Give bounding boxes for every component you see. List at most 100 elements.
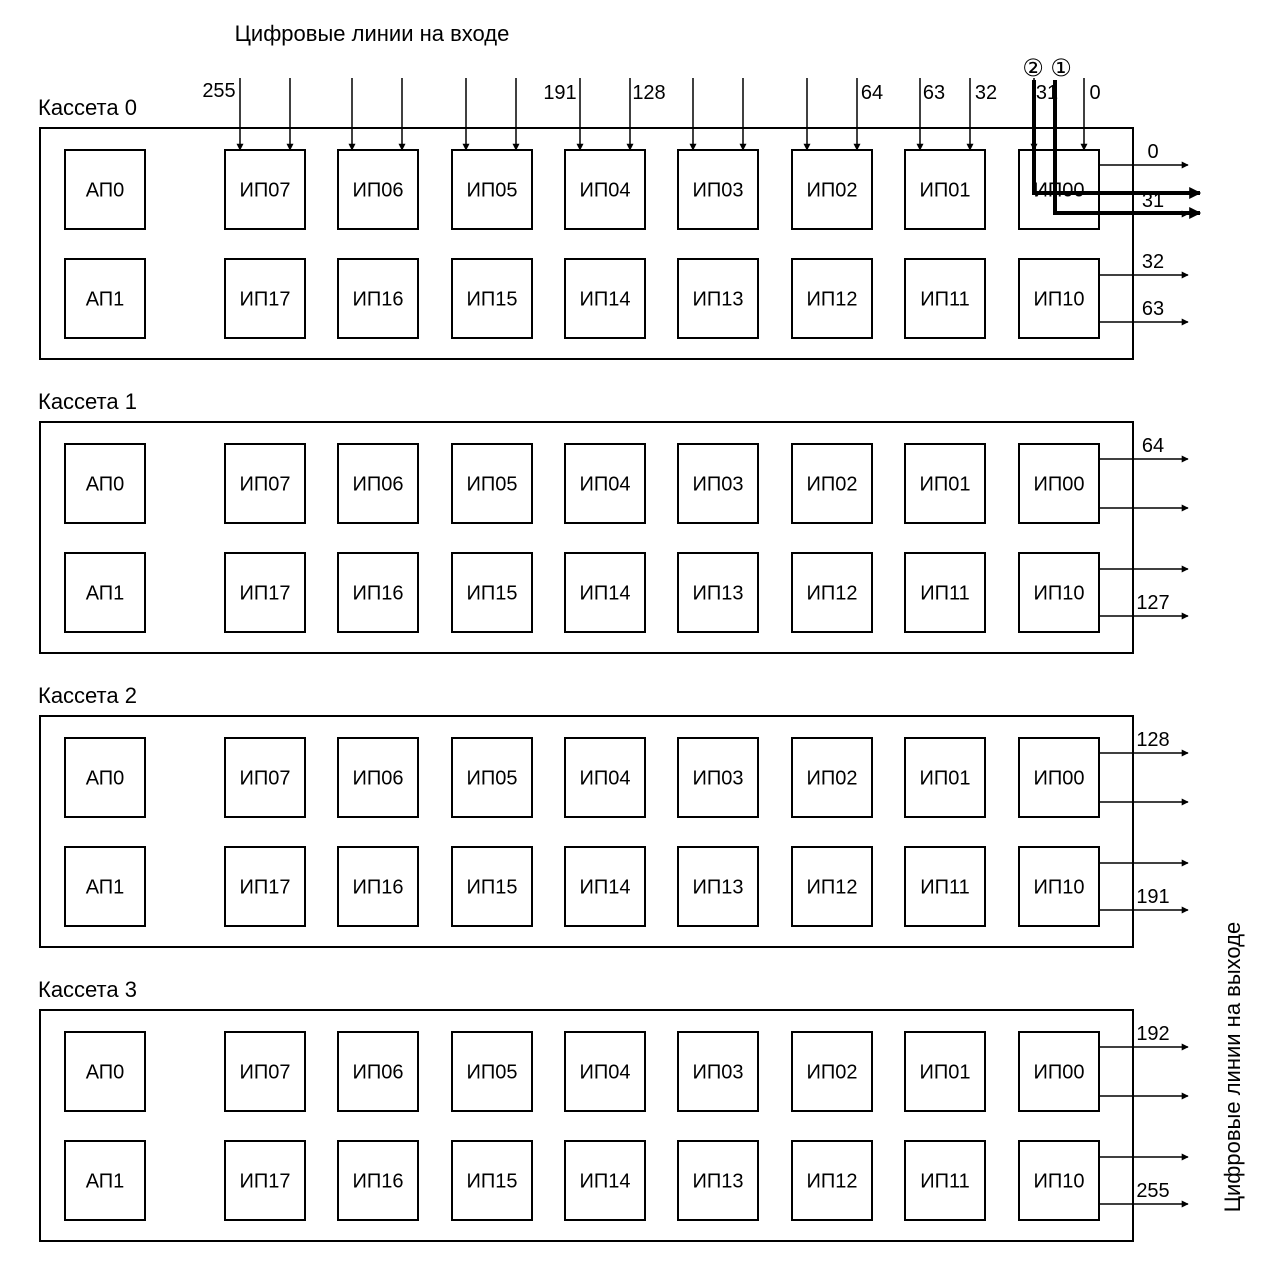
- block-box: [337, 737, 419, 818]
- block-label: АП0: [86, 768, 125, 790]
- ip-block-ИП04: ИП04: [564, 737, 646, 818]
- block-box: [564, 737, 646, 818]
- ip-block-ИП17: ИП17: [224, 1140, 306, 1221]
- ip-block-ИП13: ИП13: [677, 1140, 759, 1221]
- block-label: ИП06: [353, 768, 404, 790]
- output-label: 63: [1142, 298, 1164, 320]
- block-label: ИП13: [693, 289, 744, 311]
- block-label: ИП02: [807, 474, 858, 496]
- block-label: ИП04: [580, 474, 631, 496]
- block-label: ИП13: [693, 583, 744, 605]
- block-box: [677, 149, 759, 230]
- ip-block-ИП02: ИП02: [791, 737, 873, 818]
- block-label: ИП11: [920, 289, 970, 311]
- ip-block-ИП05: ИП05: [451, 149, 533, 230]
- ip-block-ИП10: ИП10: [1018, 846, 1100, 927]
- cassette-frame: [39, 127, 1134, 360]
- ip-block-ИП16: ИП16: [337, 1140, 419, 1221]
- ap-block-АП0: АП0: [64, 443, 146, 524]
- block-box: [64, 443, 146, 524]
- block-label: АП1: [86, 1171, 125, 1193]
- block-label: ИП07: [240, 180, 291, 202]
- block-box: [677, 258, 759, 339]
- block-label: ИП05: [467, 768, 518, 790]
- ip-block-ИП15: ИП15: [451, 846, 533, 927]
- block-box: [564, 846, 646, 927]
- ap-block-АП0: АП0: [64, 1031, 146, 1112]
- ip-block-ИП07: ИП07: [224, 737, 306, 818]
- block-box: [564, 1140, 646, 1221]
- ip-block-ИП04: ИП04: [564, 149, 646, 230]
- block-box: [904, 443, 986, 524]
- ip-block-ИП07: ИП07: [224, 149, 306, 230]
- ip-block-ИП00: ИП00: [1018, 443, 1100, 524]
- block-label: ИП05: [467, 180, 518, 202]
- block-box: [791, 846, 873, 927]
- ip-block-ИП01: ИП01: [904, 443, 986, 524]
- block-box: [224, 1031, 306, 1112]
- block-label: ИП10: [1034, 1171, 1085, 1193]
- ip-block-ИП17: ИП17: [224, 552, 306, 633]
- block-label: ИП14: [580, 583, 631, 605]
- ip-block-ИП10: ИП10: [1018, 1140, 1100, 1221]
- circled-marker-1: ①: [1050, 55, 1072, 82]
- block-label: ИП10: [1034, 877, 1085, 899]
- block-label: ИП17: [240, 583, 291, 605]
- block-box: [677, 1140, 759, 1221]
- ip-block-ИП07: ИП07: [224, 1031, 306, 1112]
- ip-block-ИП15: ИП15: [451, 1140, 533, 1221]
- ip-block-ИП11: ИП11: [904, 258, 986, 339]
- ap-block-АП0: АП0: [64, 149, 146, 230]
- block-box: [791, 552, 873, 633]
- block-box: [451, 846, 533, 927]
- block-box: [337, 846, 419, 927]
- ip-block-ИП16: ИП16: [337, 552, 419, 633]
- block-box: [904, 1031, 986, 1112]
- block-label: ИП03: [693, 1062, 744, 1084]
- ap-block-АП1: АП1: [64, 258, 146, 339]
- block-label: ИП02: [807, 768, 858, 790]
- block-label: ИП03: [693, 474, 744, 496]
- block-box: [564, 149, 646, 230]
- ip-block-ИП16: ИП16: [337, 846, 419, 927]
- ip-block-ИП06: ИП06: [337, 149, 419, 230]
- block-label: ИП00: [1034, 474, 1085, 496]
- ip-block-ИП16: ИП16: [337, 258, 419, 339]
- block-label: ИП12: [807, 289, 858, 311]
- input-label: 128: [632, 82, 665, 104]
- block-box: [451, 1140, 533, 1221]
- ip-block-ИП07: ИП07: [224, 443, 306, 524]
- output-label: 191: [1136, 886, 1169, 908]
- block-box: [1018, 443, 1100, 524]
- input-label: 0: [1089, 82, 1100, 104]
- ip-block-ИП12: ИП12: [791, 846, 873, 927]
- block-label: ИП14: [580, 877, 631, 899]
- output-label: 127: [1136, 592, 1169, 614]
- block-label: АП0: [86, 474, 125, 496]
- cassette-title: Кассета 3: [38, 977, 137, 1002]
- ip-block-ИП14: ИП14: [564, 258, 646, 339]
- block-box: [791, 1031, 873, 1112]
- block-box: [564, 552, 646, 633]
- output-label: 128: [1136, 729, 1169, 751]
- ip-block-ИП14: ИП14: [564, 552, 646, 633]
- input-label: 63: [923, 82, 945, 104]
- block-box: [791, 737, 873, 818]
- ip-block-ИП02: ИП02: [791, 1031, 873, 1112]
- block-label: ИП04: [580, 768, 631, 790]
- ip-block-ИП12: ИП12: [791, 258, 873, 339]
- block-box: [904, 552, 986, 633]
- output-label: 31: [1142, 190, 1164, 212]
- block-label: ИП14: [580, 1171, 631, 1193]
- ip-block-ИП12: ИП12: [791, 1140, 873, 1221]
- block-label: ИП07: [240, 768, 291, 790]
- ip-block-ИП13: ИП13: [677, 846, 759, 927]
- block-label: АП0: [86, 1062, 125, 1084]
- block-label: ИП07: [240, 1062, 291, 1084]
- cassette-title: Кассета 2: [38, 683, 137, 708]
- block-box: [64, 1140, 146, 1221]
